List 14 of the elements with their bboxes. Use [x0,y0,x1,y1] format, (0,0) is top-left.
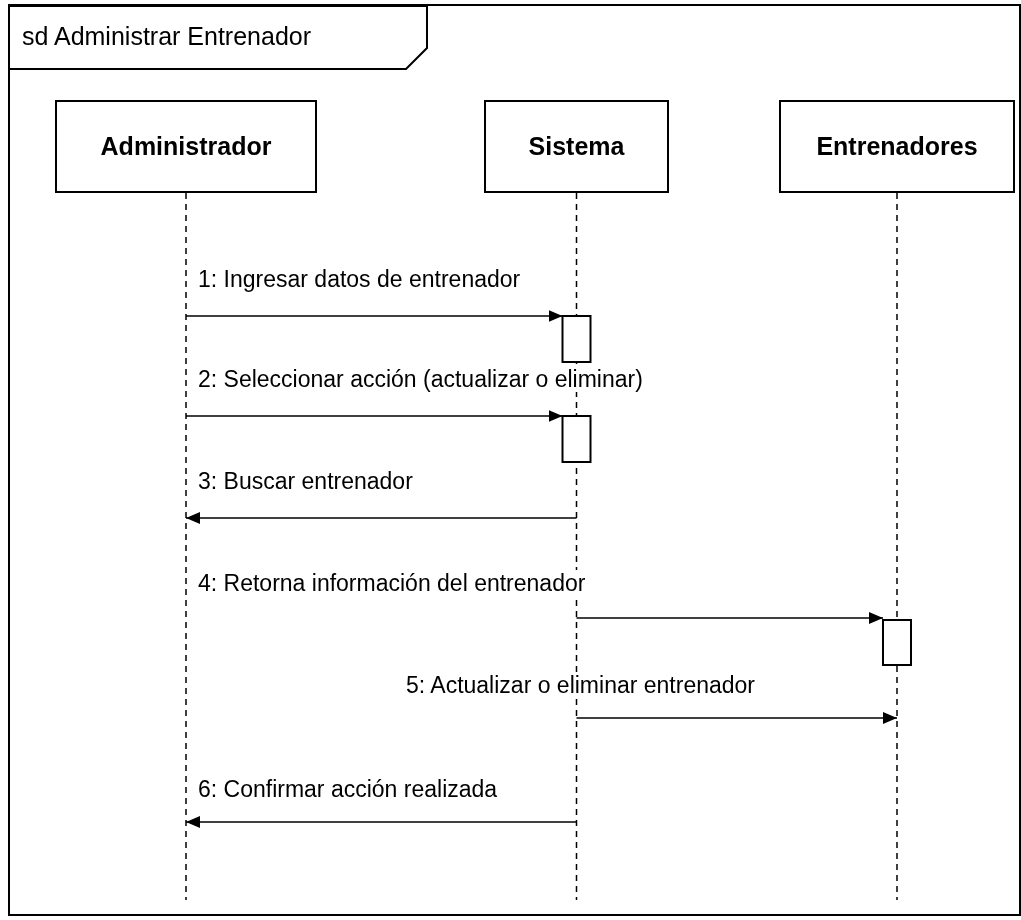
frame-title: sd Administrar Entrenador [22,22,312,51]
message-arrow [575,712,898,724]
frame-box [8,4,1021,916]
participant-box: Sistema [484,100,669,193]
message-arrow [185,310,564,322]
message-arrow [185,410,564,422]
participant-box: Administrador [55,100,317,193]
message-label: 4: Retorna información del entrenador [197,570,587,596]
message-label: 1: Ingresar datos de entrenador [197,266,522,292]
message-label: 2: Seleccionar acción (actualizar o eliminar) [197,366,644,392]
message-arrow [185,512,578,524]
participant-box: Entrenadores [779,100,1015,193]
message-arrow [185,816,578,828]
message-arrow [575,612,884,624]
